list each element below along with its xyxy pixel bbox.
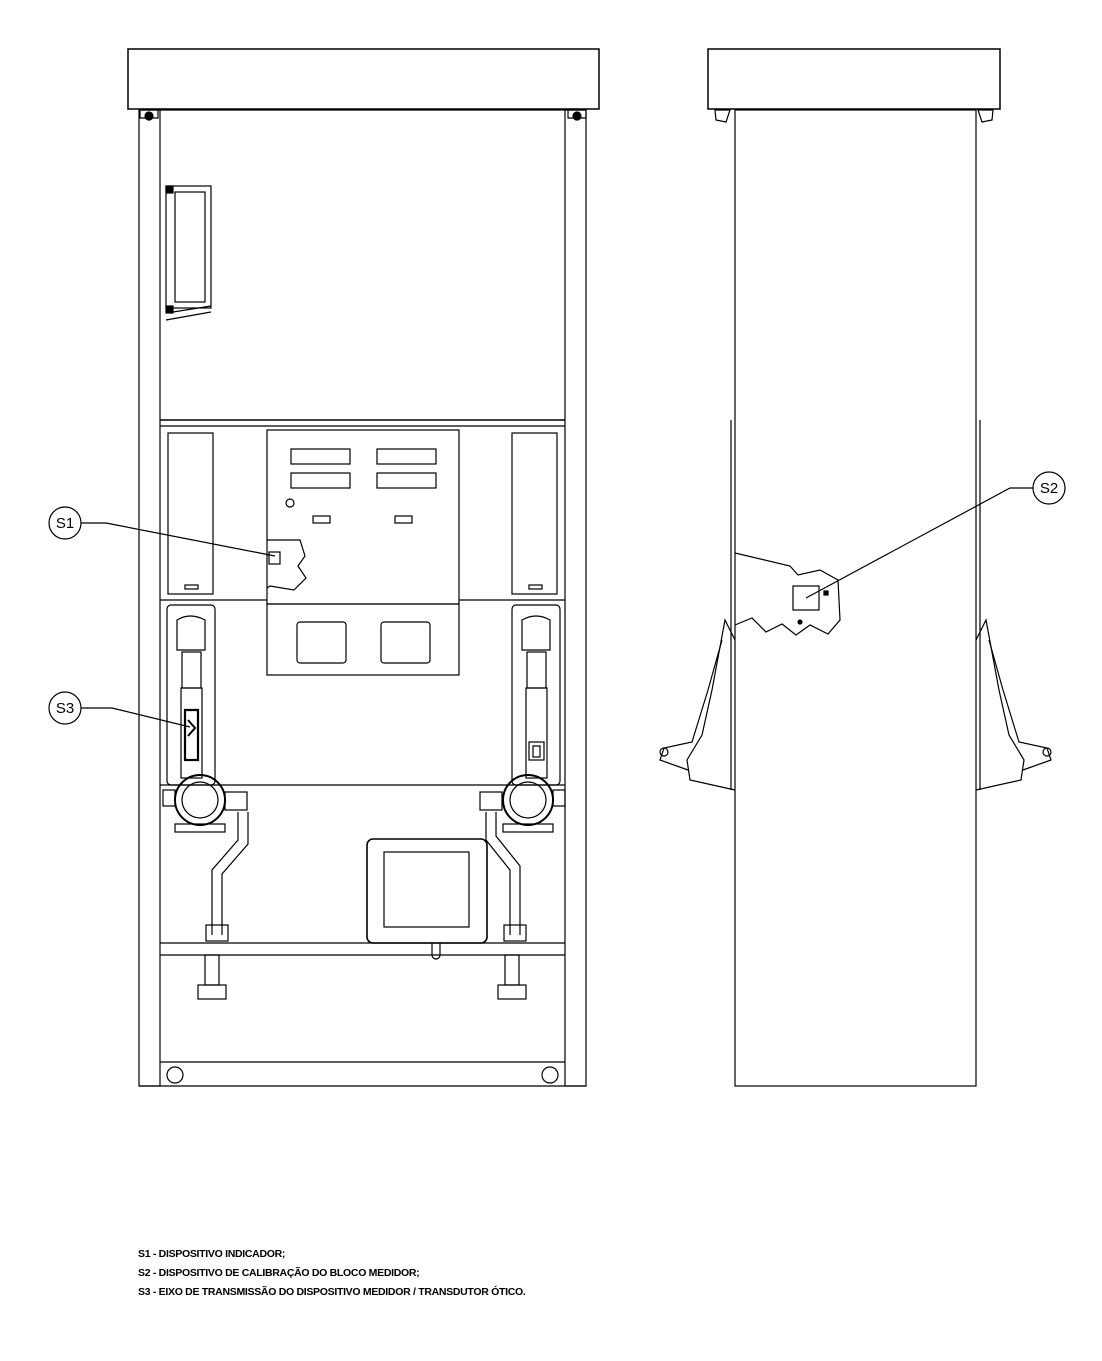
side-view — [659, 48, 1052, 1087]
legend-item-s3: S3 - EIXO DE TRANSMISSÃO DO DISPOSITIVO … — [138, 1286, 526, 1298]
callout-s2-label: S2 — [1040, 480, 1058, 497]
front-upper-bracket — [165, 185, 212, 321]
legend-item-s2: S2 - DISPOSITIVO DE CALIBRAÇÃO DO BLOCO … — [138, 1267, 420, 1279]
callout-s3: S3 — [48, 691, 191, 728]
front-right-meter — [479, 774, 566, 833]
callout-s2: S2 — [805, 471, 1066, 599]
side-body — [734, 109, 977, 1087]
side-right-nozzle — [975, 618, 1052, 791]
legend: S1 - DISPOSITIVO INDICADOR; S2 - DISPOSI… — [138, 1245, 526, 1302]
front-view — [127, 48, 600, 1087]
front-lower-panel — [266, 603, 460, 676]
front-left-pipe — [211, 812, 239, 935]
callout-s1: S1 — [48, 506, 276, 557]
side-break-section — [734, 552, 841, 636]
front-canopy-feet — [139, 109, 587, 121]
front-junction-box — [366, 838, 488, 960]
side-left-nozzle — [659, 618, 736, 791]
callout-s3-label: S3 — [56, 700, 74, 717]
front-left-column — [138, 109, 161, 1087]
legend-item-s1: S1 - DISPOSITIVO INDICADOR; — [138, 1248, 286, 1260]
front-foot-bolt-left — [166, 1066, 184, 1084]
side-canopy — [707, 48, 1001, 110]
front-right-column — [564, 109, 587, 1087]
front-left-meter — [162, 774, 248, 833]
front-left-side-display — [167, 432, 214, 595]
s1-indicator-device — [268, 551, 281, 565]
callout-s1-label: S1 — [56, 515, 74, 532]
front-right-pipe — [485, 812, 511, 935]
front-canopy — [127, 48, 600, 110]
front-display-head — [266, 429, 460, 605]
s2-calibration-device — [792, 585, 820, 611]
front-right-nozzle-holder — [511, 604, 561, 786]
front-right-side-display — [511, 432, 558, 595]
front-left-nozzle-holder — [166, 604, 216, 786]
front-foot-bolt-right — [541, 1066, 559, 1084]
